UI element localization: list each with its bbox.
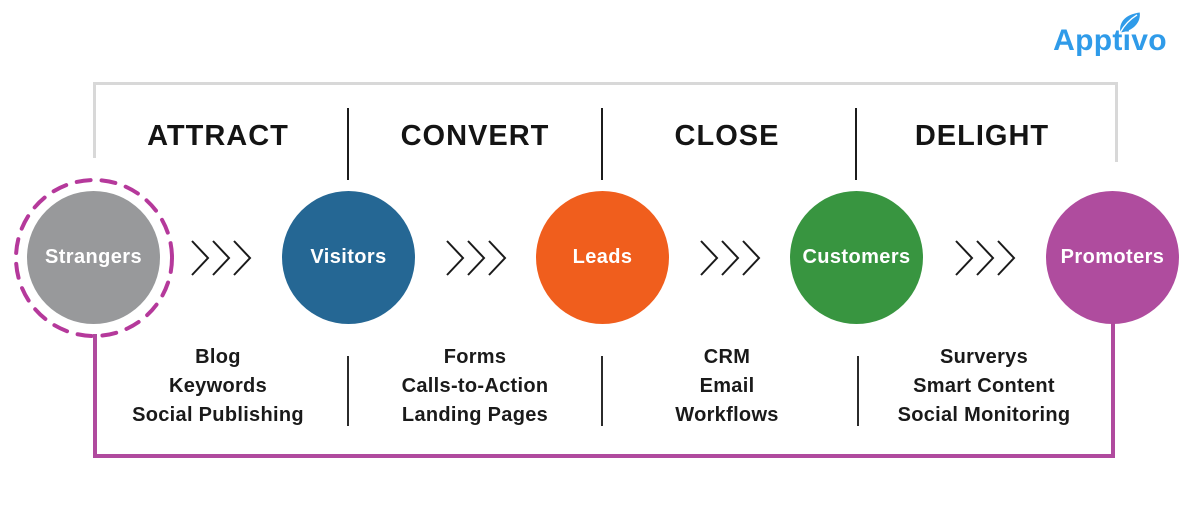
chevron-right-icon — [955, 240, 1016, 276]
stage-divider — [347, 108, 349, 180]
strangers-dashed-ring — [14, 178, 174, 338]
tools-divider — [601, 356, 603, 426]
leaf-icon — [1119, 12, 1140, 33]
tools-close: CRM Email Workflows — [577, 343, 877, 430]
stage-label-attract: ATTRACT — [147, 120, 289, 152]
frame-right-line — [1115, 82, 1118, 162]
logo-text: Apptivo — [1053, 24, 1167, 57]
tool-item: Social Monitoring — [897, 404, 1071, 426]
node-promoters: Promoters — [1046, 191, 1179, 324]
chevron-right-icon — [191, 240, 252, 276]
stage-label-delight: DELIGHT — [914, 120, 1050, 152]
frame-left-line — [93, 82, 96, 158]
node-label: Promoters — [1060, 246, 1165, 268]
tools-divider — [857, 356, 859, 426]
node-visitors: Visitors — [282, 191, 415, 324]
node-label: Customers — [802, 246, 911, 268]
tool-item: Forms — [443, 346, 507, 368]
apptivo-logo: Apptivo — [1052, 12, 1168, 68]
tool-item: Landing Pages — [401, 404, 549, 426]
tools-convert: Forms Calls-to-Action Landing Pages — [325, 343, 625, 430]
stage-label-convert: CONVERT — [400, 120, 550, 152]
tool-item: Smart Content — [913, 375, 1055, 397]
tool-item: Email — [699, 375, 755, 397]
node-leads: Leads — [536, 191, 669, 324]
tool-item: Keywords — [169, 375, 267, 397]
stage-divider — [601, 108, 603, 180]
stage-divider — [855, 108, 857, 180]
node-strangers: Strangers — [27, 191, 160, 324]
loop-right-line — [1111, 322, 1115, 458]
node-customers: Customers — [790, 191, 923, 324]
loop-bottom-line — [93, 454, 1115, 458]
tool-item: Surverys — [939, 346, 1028, 368]
tool-item: CRM — [703, 346, 751, 368]
node-label: Visitors — [310, 246, 387, 268]
tool-item: Workflows — [675, 404, 779, 426]
loop-left-line — [93, 334, 97, 458]
tools-delight: Surverys Smart Content Social Monitoring — [834, 343, 1134, 430]
chevron-right-icon — [700, 240, 761, 276]
tool-item: Blog — [195, 346, 241, 368]
stage-label-close: CLOSE — [674, 120, 780, 152]
tools-attract: Blog Keywords Social Publishing — [68, 343, 368, 430]
frame-top-line — [93, 82, 1118, 85]
node-label: Leads — [572, 246, 633, 268]
node-label: Strangers — [45, 246, 142, 268]
tool-item: Social Publishing — [132, 404, 304, 426]
tools-divider — [347, 356, 349, 426]
chevron-right-icon — [446, 240, 507, 276]
tool-item: Calls-to-Action — [401, 375, 549, 397]
